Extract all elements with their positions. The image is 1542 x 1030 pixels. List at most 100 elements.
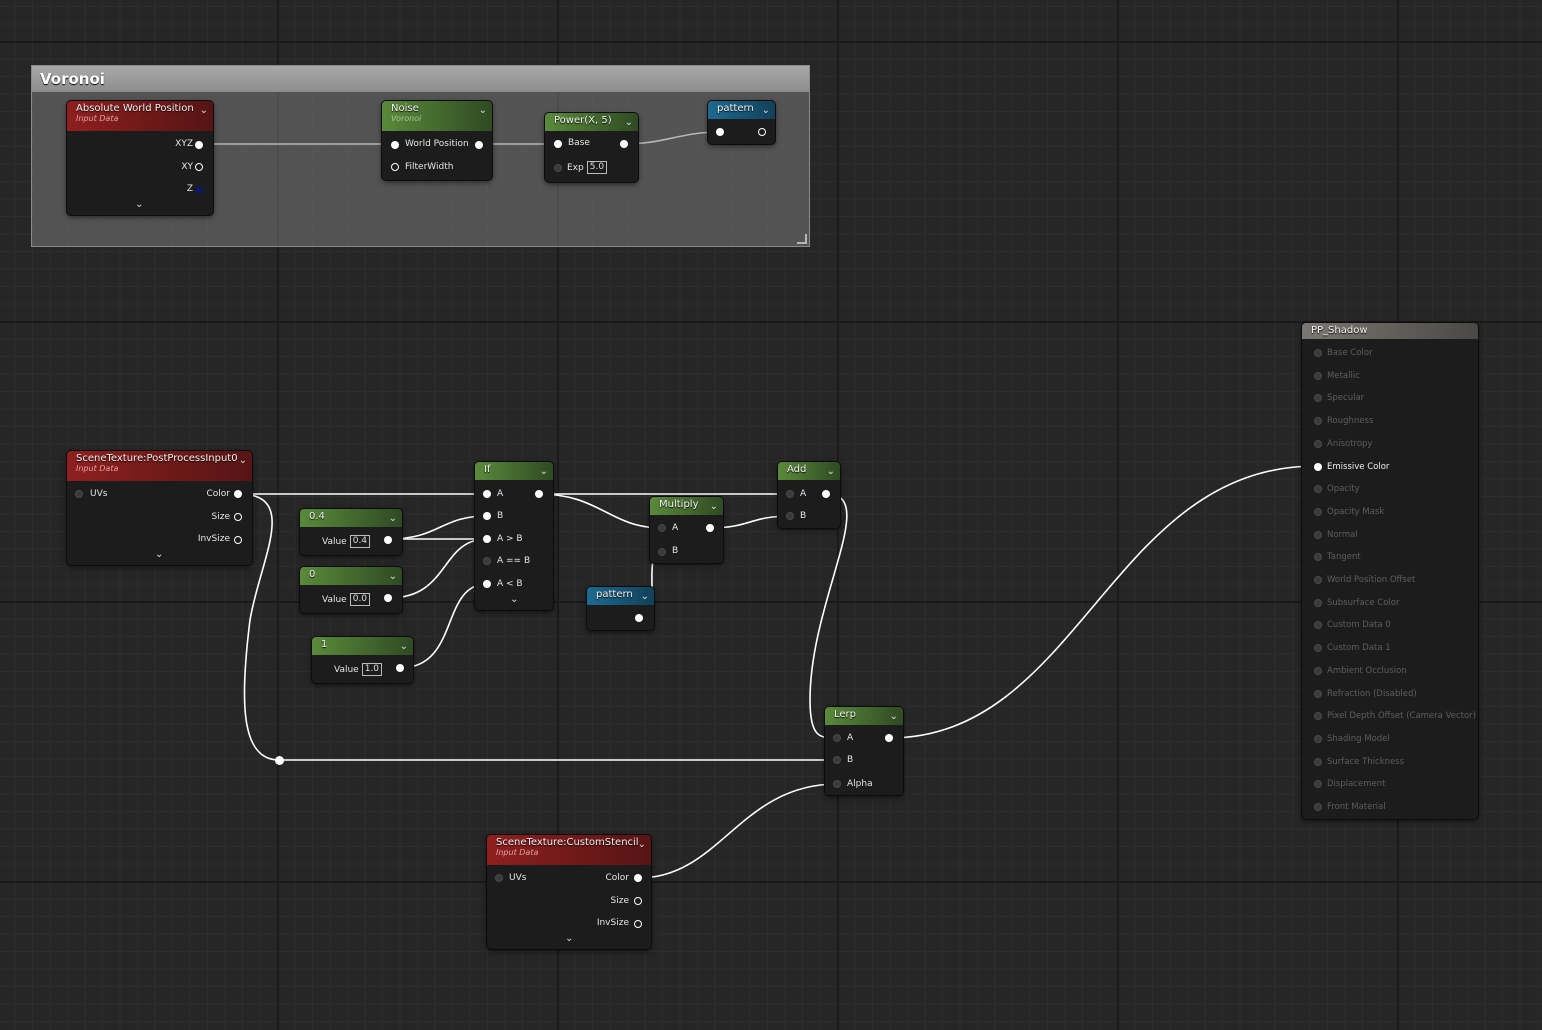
output-pin[interactable] — [706, 524, 714, 532]
input-pin-alpha[interactable] — [833, 780, 841, 788]
node-absolute-world-position[interactable]: Absolute World Position Input Data ⌄ XYZ… — [67, 101, 213, 215]
material-input-pin[interactable] — [1314, 417, 1322, 426]
expand-chevron-down-icon[interactable]: ⌄ — [565, 933, 574, 944]
value-field[interactable]: 0.4 — [349, 535, 371, 548]
expand-chevron-down-icon[interactable]: ⌄ — [135, 199, 144, 210]
node-add[interactable]: Add ⌄ A B — [778, 462, 840, 528]
chevron-down-icon[interactable]: ⌄ — [889, 711, 898, 722]
material-input-pin[interactable] — [1314, 530, 1322, 539]
material-input-pin[interactable] — [1314, 598, 1322, 607]
material-input-pin[interactable] — [1314, 780, 1322, 789]
node-multiply[interactable]: Multiply ⌄ A B — [650, 497, 723, 563]
material-input-pin[interactable] — [1314, 485, 1322, 494]
expand-chevron-down-icon[interactable]: ⌄ — [510, 594, 519, 605]
material-input-pin[interactable] — [1314, 689, 1322, 698]
input-pin-a[interactable] — [658, 524, 666, 532]
chevron-down-icon[interactable]: ⌄ — [478, 105, 487, 116]
output-pin-invsize[interactable] — [234, 536, 242, 544]
input-pin[interactable] — [716, 128, 724, 136]
material-input-pin[interactable] — [1314, 666, 1322, 675]
node-if[interactable]: If ⌄ A B A > B A == B A < B ⌄ — [475, 462, 553, 610]
material-input-pin[interactable] — [1314, 553, 1322, 562]
chevron-down-icon[interactable]: ⌄ — [388, 513, 397, 524]
node-scenetexture-customstencil[interactable]: SceneTexture:CustomStencil Input Data ⌄ … — [487, 835, 651, 949]
input-pin-a-eq-b[interactable] — [483, 557, 491, 565]
output-pin[interactable] — [620, 140, 628, 148]
chevron-down-icon[interactable]: ⌄ — [388, 571, 397, 582]
chevron-down-icon[interactable]: ⌄ — [637, 839, 646, 850]
material-input-pin[interactable] — [1314, 462, 1322, 471]
output-pin-invsize[interactable] — [634, 920, 642, 928]
output-pin[interactable] — [384, 536, 392, 544]
node-scenetexture-postprocessinput0[interactable]: SceneTexture:PostProcessInput0 Input Dat… — [67, 451, 252, 565]
exp-value-field[interactable]: 5.0 — [586, 161, 608, 174]
material-input-pin[interactable] — [1314, 394, 1322, 403]
input-pin-a[interactable] — [833, 734, 841, 742]
chevron-down-icon[interactable]: ⌄ — [624, 117, 633, 128]
material-input-pin[interactable] — [1314, 621, 1322, 630]
resize-handle-icon[interactable] — [797, 234, 807, 244]
material-input-pin[interactable] — [1314, 734, 1322, 743]
input-pin-base[interactable] — [554, 140, 562, 148]
input-pin-b[interactable] — [658, 548, 666, 556]
chevron-down-icon[interactable]: ⌄ — [238, 455, 247, 466]
chevron-down-icon[interactable]: ⌄ — [761, 105, 770, 116]
chevron-down-icon[interactable]: ⌄ — [826, 466, 835, 477]
output-pin-z[interactable] — [195, 186, 203, 194]
value-field[interactable]: 0.0 — [349, 593, 371, 606]
material-input-pin[interactable] — [1314, 644, 1322, 653]
input-pin-a-lt-b[interactable] — [483, 580, 491, 588]
node-pattern-bottom[interactable]: pattern ⌄ — [587, 587, 654, 630]
output-pin[interactable] — [885, 734, 893, 742]
input-pin-uvs[interactable] — [75, 490, 83, 498]
input-pin-a-gt-b[interactable] — [483, 535, 491, 543]
input-pin-uvs[interactable] — [495, 874, 503, 882]
input-pin-b[interactable] — [483, 512, 491, 520]
material-input-pin[interactable] — [1314, 439, 1322, 448]
reroute-node[interactable] — [275, 756, 284, 765]
output-pin[interactable] — [475, 141, 483, 149]
input-pin-b[interactable] — [786, 512, 794, 520]
output-pin[interactable] — [758, 128, 766, 136]
chevron-down-icon[interactable]: ⌄ — [709, 501, 718, 512]
input-pin-a[interactable] — [483, 490, 491, 498]
comment-title[interactable]: Voronoi — [32, 66, 809, 92]
node-pattern-top[interactable]: pattern ⌄ — [708, 101, 775, 144]
material-input-pin[interactable] — [1314, 576, 1322, 584]
output-pin[interactable] — [384, 594, 392, 602]
output-pin-color[interactable] — [634, 874, 642, 882]
material-input-pin[interactable] — [1314, 371, 1322, 380]
chevron-down-icon[interactable]: ⌄ — [539, 466, 548, 477]
input-pin-world-position[interactable] — [391, 141, 399, 149]
input-pin-filterwidth[interactable] — [391, 163, 399, 171]
output-pin[interactable] — [396, 664, 404, 672]
output-pin[interactable] — [635, 614, 643, 622]
output-pin-xyz[interactable] — [195, 141, 203, 149]
material-input-pin[interactable] — [1314, 349, 1322, 357]
input-pin-a[interactable] — [786, 490, 794, 498]
output-pin-color[interactable] — [234, 490, 242, 498]
node-lerp[interactable]: Lerp ⌄ A B Alpha — [825, 707, 903, 795]
chevron-down-icon[interactable]: ⌄ — [399, 641, 408, 652]
value-field[interactable]: 1.0 — [361, 663, 383, 676]
chevron-down-icon[interactable]: ⌄ — [199, 105, 208, 116]
material-input-pin[interactable] — [1314, 712, 1322, 721]
input-pin-exp[interactable] — [554, 164, 562, 172]
output-pin-size[interactable] — [234, 513, 242, 521]
node-noise[interactable]: Noise Voronoi ⌄ World Position FilterWid… — [382, 101, 492, 180]
output-pin-xy[interactable] — [195, 163, 203, 171]
output-pin-size[interactable] — [634, 897, 642, 905]
material-input-pin[interactable] — [1314, 507, 1322, 516]
chevron-down-icon[interactable]: ⌄ — [640, 591, 649, 602]
material-input-pin[interactable] — [1314, 803, 1322, 811]
output-pin[interactable] — [535, 490, 543, 498]
output-pin[interactable] — [822, 490, 830, 498]
material-input-pin[interactable] — [1314, 757, 1322, 766]
expand-chevron-down-icon[interactable]: ⌄ — [155, 549, 164, 560]
input-pin-b[interactable] — [833, 756, 841, 764]
